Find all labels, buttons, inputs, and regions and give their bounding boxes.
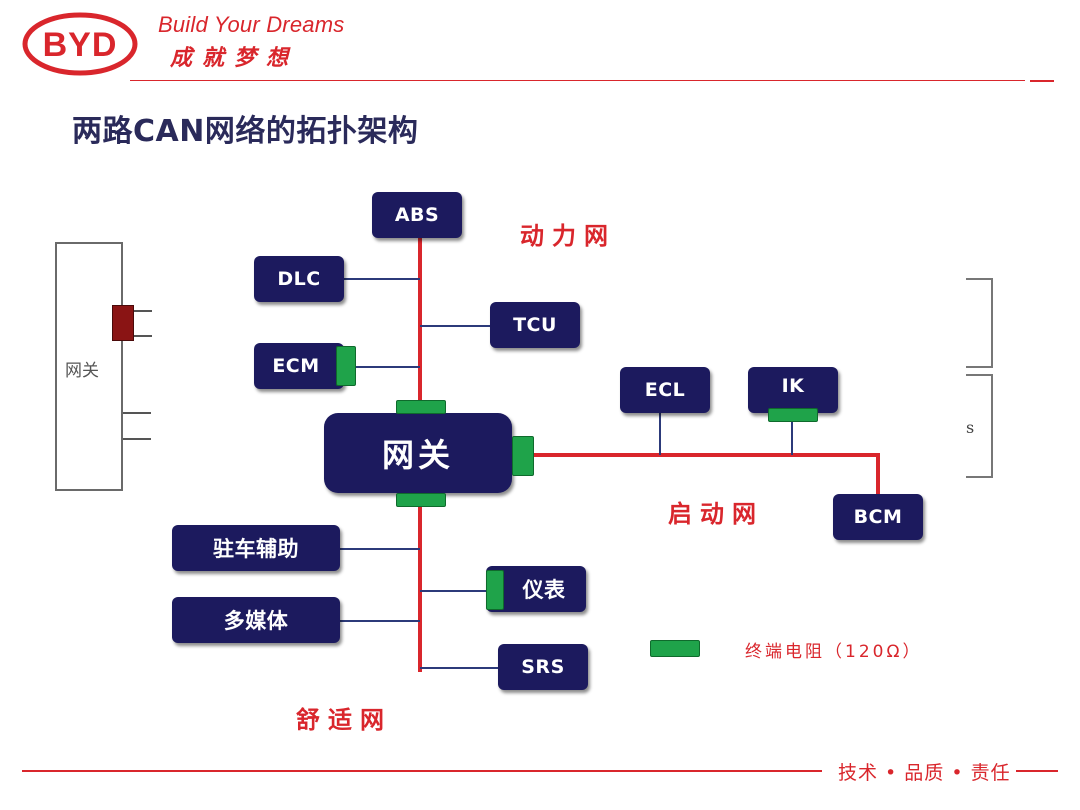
node-srs: SRS	[498, 644, 588, 690]
left-gateway-fragment	[55, 242, 123, 491]
instrument-branch	[420, 590, 486, 592]
page-title: 两路CAN网络的拓扑架构	[72, 114, 419, 149]
byd-logo: BYD	[22, 12, 138, 76]
brand-tagline: Build Your Dreams	[158, 12, 345, 37]
node-multimedia: 多媒体	[172, 597, 340, 643]
node-bcm: BCM	[833, 494, 923, 540]
node-abs: ABS	[372, 192, 462, 238]
left-gateway-label: 网关	[65, 361, 99, 381]
label-power-network: 动力网	[520, 222, 616, 250]
start-bus	[532, 453, 880, 457]
ecm-branch	[356, 366, 420, 368]
left-port	[112, 305, 134, 341]
node-ik: IK	[748, 367, 838, 413]
node-parking-assist: 驻车辅助	[172, 525, 340, 571]
left-stub	[123, 438, 151, 440]
terminator-instrument	[486, 570, 504, 610]
terminator-ecm	[336, 346, 356, 386]
terminator-gateway-top	[396, 400, 446, 414]
start-bus-drop	[876, 453, 880, 495]
terminator-gateway-bottom	[396, 493, 446, 507]
header-divider	[130, 80, 1025, 81]
dlc-branch	[344, 278, 420, 280]
legend-terminator-swatch	[650, 640, 700, 657]
right-fragment-box	[966, 374, 993, 478]
footer-divider	[22, 770, 822, 772]
brand-slogan: 成就梦想	[170, 45, 299, 71]
comfort-bus	[418, 494, 422, 672]
label-comfort-network: 舒适网	[296, 706, 392, 734]
legend-terminator-label: 终端电阻（120Ω）	[745, 642, 923, 662]
srs-branch	[420, 667, 498, 669]
left-stub	[123, 412, 151, 414]
right-fragment-letter: s	[966, 418, 975, 437]
footer-motto: 技术 • 品质 • 责任	[838, 762, 1011, 784]
node-dlc: DLC	[254, 256, 344, 302]
node-ecl: ECL	[620, 367, 710, 413]
terminator-gateway-right	[512, 436, 534, 476]
footer-divider-tail	[1016, 770, 1058, 772]
left-stub	[134, 335, 152, 337]
parking-branch	[340, 548, 420, 550]
node-ecm: ECM	[254, 343, 344, 389]
byd-logo-text: BYD	[43, 26, 118, 64]
header-divider-tail	[1030, 80, 1054, 82]
label-start-network: 启动网	[668, 500, 764, 528]
ik-branch	[791, 421, 793, 455]
multimedia-branch	[340, 620, 420, 622]
node-gateway: 网关	[324, 413, 512, 493]
node-tcu: TCU	[490, 302, 580, 348]
right-fragment-box	[966, 278, 993, 368]
left-stub	[134, 310, 152, 312]
terminator-ik	[768, 408, 818, 422]
ecl-branch	[659, 412, 661, 455]
tcu-branch	[420, 325, 490, 327]
